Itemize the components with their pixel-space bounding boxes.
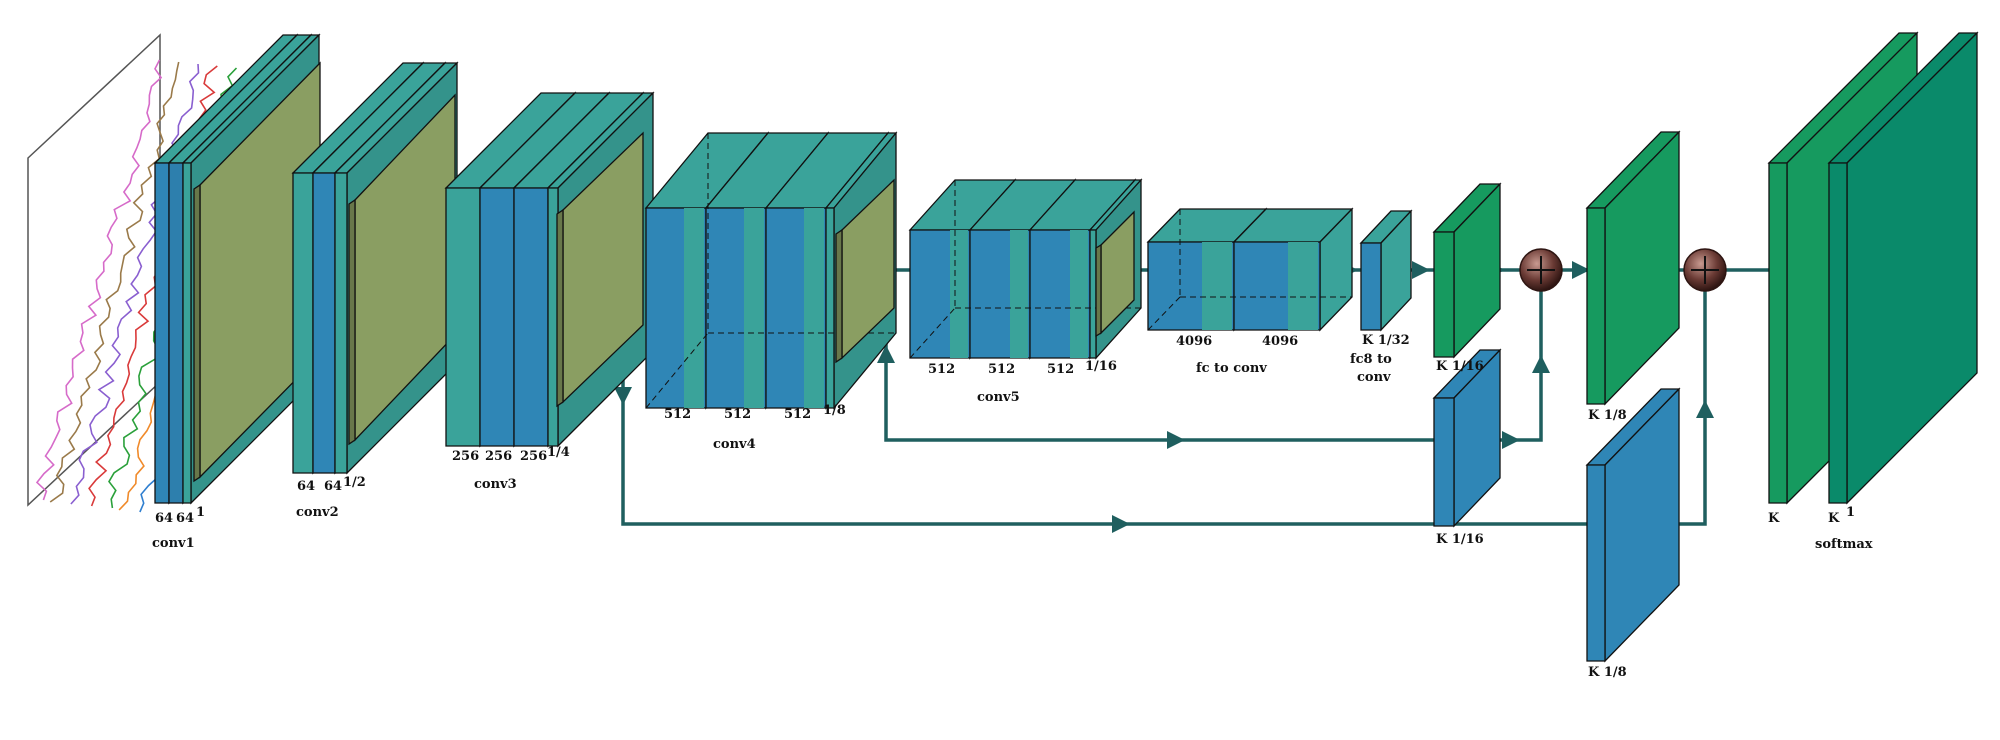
conv1-slab-3-front xyxy=(182,162,192,504)
conv5-dim-4: 1/16 xyxy=(1085,359,1117,374)
conv1-dim-1: 64 xyxy=(155,511,173,526)
skip-conv4-arrow-right-2 xyxy=(1502,431,1520,449)
upsample-a-block xyxy=(1432,182,1502,359)
input-series-1 xyxy=(35,59,163,501)
fc-stripe-1 xyxy=(1202,242,1232,330)
conv2-dim-2: 64 xyxy=(324,479,342,494)
softmax-block-2-front xyxy=(1828,162,1848,504)
sum-node-2 xyxy=(1683,248,1727,292)
conv5-feature-map-edge xyxy=(1095,243,1102,338)
conv1-feature-map-edge xyxy=(193,183,201,483)
softmax-dim-1: K xyxy=(1768,511,1780,526)
conv3-slab-1-front xyxy=(445,187,481,447)
skip-conv4-arrow-up xyxy=(877,345,895,363)
conv5-dim-2: 512 xyxy=(988,362,1015,377)
conv1-dim-3: 1 xyxy=(196,505,205,520)
fc8-label-line1: fc8 to xyxy=(1350,352,1392,367)
labels: 64 64 1 conv1 64 64 1/2 conv2 256 256 25… xyxy=(152,333,1873,680)
upsample-b-block-front xyxy=(1586,207,1606,405)
conv1-label: conv1 xyxy=(152,536,195,551)
skip-b-dim: K 1/8 xyxy=(1588,665,1627,680)
conv4-stripe-2 xyxy=(744,208,764,408)
skip-conv3-arrow-down xyxy=(614,387,632,405)
conv2-slab-1-front xyxy=(292,172,314,474)
conv4-feature-map-edge xyxy=(835,228,843,364)
skip-conv4-arrow-sum xyxy=(1532,355,1550,373)
skip-b-block-front xyxy=(1586,464,1606,662)
conv4-dim-2: 512 xyxy=(724,407,751,422)
skip-b-block-side xyxy=(1604,387,1680,663)
skip-a-dim: K 1/16 xyxy=(1436,532,1484,547)
flow-arrow-9 xyxy=(1412,261,1430,279)
upsample-b-dim: K 1/8 xyxy=(1588,408,1627,423)
conv3-slab-2-front xyxy=(479,187,515,447)
softmax-dim-2: K xyxy=(1828,511,1840,526)
conv2-label: conv2 xyxy=(296,505,339,520)
conv5-feature-map xyxy=(1095,210,1135,338)
fc8-block xyxy=(1359,209,1413,332)
fc-dim-1: 4096 xyxy=(1176,334,1212,349)
conv4-slab-end-front xyxy=(825,207,835,409)
layer-blocks xyxy=(153,31,1979,663)
conv3-feature-map-edge xyxy=(556,208,564,408)
fc-label: fc to conv xyxy=(1196,361,1267,376)
conv2-dim-3: 1/2 xyxy=(343,475,366,490)
fc-dim-2: 4096 xyxy=(1262,334,1298,349)
conv5-dim-3: 512 xyxy=(1047,362,1074,377)
conv5-stripe-1 xyxy=(950,230,968,358)
conv5-label: conv5 xyxy=(977,390,1020,405)
skip-b-block xyxy=(1585,387,1681,663)
conv3-slab-3-front xyxy=(513,187,549,447)
conv4-dim-1: 512 xyxy=(664,407,691,422)
skip-a-block-front xyxy=(1433,397,1455,527)
fc-stripe-2 xyxy=(1288,242,1318,330)
upsample-a-block-front xyxy=(1433,231,1455,358)
conv3-slab-4-front xyxy=(547,187,559,447)
flow-arrow-11 xyxy=(1572,261,1590,279)
conv5-dim-1: 512 xyxy=(928,362,955,377)
conv1-slab-1-front xyxy=(154,162,170,504)
fc8-block-front xyxy=(1360,242,1382,331)
fc8-dim: K 1/32 xyxy=(1362,333,1410,348)
conv2-feature-map-edge xyxy=(348,198,356,446)
conv2-dim-1: 64 xyxy=(297,479,315,494)
fc-block xyxy=(1146,207,1354,332)
conv3-dim-2: 256 xyxy=(485,449,512,464)
conv1-feature-map xyxy=(193,61,321,483)
conv3-dim-3: 256 xyxy=(520,449,547,464)
conv1-slab-2-front xyxy=(168,162,184,504)
softmax-label: softmax xyxy=(1815,537,1873,552)
conv4-feature-map xyxy=(835,178,895,364)
conv5-stripe-3 xyxy=(1070,230,1088,358)
skip-a-block xyxy=(1432,348,1502,528)
conv5-stripe-2 xyxy=(1010,230,1028,358)
conv4-dim-3: 512 xyxy=(784,407,811,422)
skip-conv3-arrow-sum xyxy=(1696,400,1714,418)
conv4-stripe-3 xyxy=(804,208,824,408)
sum-node-1 xyxy=(1519,248,1563,292)
input-series-2 xyxy=(49,61,180,503)
conv1-dim-2: 64 xyxy=(176,511,194,526)
conv3-dim-4: 1/4 xyxy=(547,445,570,460)
upsample-b-block-side xyxy=(1604,130,1680,406)
conv2-slab-2-front xyxy=(312,172,336,474)
softmax-dim-3: 1 xyxy=(1846,505,1855,520)
conv3-label: conv3 xyxy=(474,477,517,492)
conv3-dim-1: 256 xyxy=(452,449,479,464)
input-series-3 xyxy=(70,63,200,505)
upsample-b-block xyxy=(1585,130,1681,406)
upsample-a-dim: K 1/16 xyxy=(1436,359,1484,374)
skip-conv4-arrow-right xyxy=(1167,431,1185,449)
conv4-dim-4: 1/8 xyxy=(823,403,846,418)
conv3-feature-map xyxy=(556,131,644,408)
softmax-block-2 xyxy=(1827,31,1979,505)
conv4-stripe-1 xyxy=(684,208,704,408)
conv2-slab-3-front xyxy=(334,172,348,474)
conv5-slab-end-front xyxy=(1089,229,1097,359)
skip-conv3-arrow-right xyxy=(1112,515,1130,533)
softmax-block-1-front xyxy=(1768,162,1788,504)
fc8-label-line2: conv xyxy=(1357,370,1391,385)
conv4-label: conv4 xyxy=(713,437,756,452)
